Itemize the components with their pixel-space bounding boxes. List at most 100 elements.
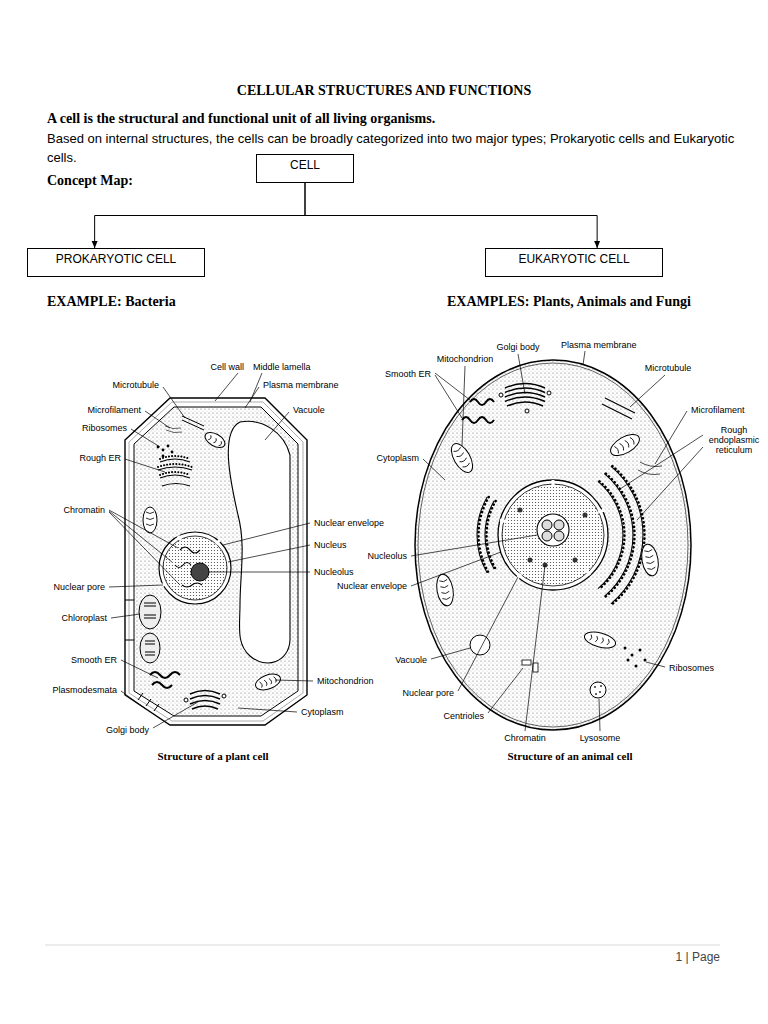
plant-cell — [146, 512, 154, 526]
animal-cell — [525, 409, 529, 413]
animal-cell — [595, 693, 597, 695]
plant-cell — [253, 671, 282, 693]
part-label: Ribosomes — [668, 663, 715, 673]
animal-cell — [590, 682, 606, 698]
animal-cell — [470, 635, 490, 655]
connector-arrow — [95, 183, 305, 248]
part-label: Nuclear envelope — [336, 581, 408, 591]
figure-caption: Structure of an animal cell — [507, 750, 632, 763]
animal-cell — [477, 466, 643, 604]
part-label: Golgi body — [495, 342, 540, 352]
plant-cell — [184, 698, 188, 702]
animal-cell — [635, 665, 638, 668]
connector-arrow — [305, 183, 597, 248]
figure-caption: Structure of a plant cell — [157, 750, 268, 763]
animal-cell — [542, 520, 552, 530]
part-label: Mitochondrion — [316, 676, 375, 686]
part-label: Cell wall — [209, 362, 245, 372]
animal-cell — [583, 629, 618, 651]
plant-cell — [259, 676, 277, 687]
part-label: Nuclear pore — [52, 582, 106, 592]
concept-box: CELL — [256, 154, 354, 183]
animal-cell — [573, 558, 578, 563]
animal-cell — [498, 480, 608, 590]
animal-cell — [439, 579, 450, 600]
animal-cell — [528, 558, 533, 563]
plant-cell — [140, 633, 160, 663]
animal-cell — [518, 508, 588, 568]
animal-cell — [607, 430, 643, 460]
part-label: Smooth ER — [384, 369, 432, 379]
concept-box: PROKARYOTIC CELL — [27, 248, 205, 277]
concept-box: EUKARYOTIC CELL — [485, 248, 663, 277]
part-label: Nuclear envelope — [313, 518, 385, 528]
animal-cell — [639, 649, 642, 652]
plant-cell — [140, 633, 160, 663]
bold-text: A cell is the structural and functional … — [47, 110, 757, 128]
animal-cell — [602, 398, 635, 419]
page-title: CELLULAR STRUCTURES AND FUNCTIONS — [237, 82, 531, 100]
plant-cell — [228, 421, 290, 663]
animal-cell — [614, 437, 635, 454]
part-label: Microfilament — [86, 405, 142, 415]
animal-cell — [499, 393, 503, 397]
animal-cell — [537, 514, 569, 546]
part-label: Plasmodesmata — [51, 685, 118, 695]
animal-cell — [594, 686, 596, 688]
animal-cell — [434, 573, 455, 607]
body-text: Based on internal structures, the cells … — [47, 129, 747, 167]
plant-cell — [143, 507, 157, 533]
animal-cell — [518, 508, 523, 513]
part-label: Ribosomes — [81, 423, 128, 433]
box-text: EUKARYOTIC CELL — [486, 249, 662, 266]
animal-cell — [583, 513, 588, 518]
animal-cell — [505, 384, 545, 407]
plant-cell — [165, 426, 182, 433]
part-label: Chromatin — [62, 505, 106, 515]
plant-cell — [125, 398, 307, 725]
plant-cell — [162, 449, 165, 452]
box-text: CELL — [257, 155, 353, 172]
part-label: Vacuole — [394, 655, 428, 665]
plant-cell — [222, 694, 226, 698]
animal-cell — [522, 660, 531, 665]
part-label: Smooth ER — [70, 655, 118, 665]
plant-cell — [145, 641, 155, 655]
plant-cell — [139, 595, 161, 629]
box-text: PROKARYOTIC CELL — [28, 249, 204, 266]
animal-cell — [418, 363, 688, 727]
leader-line — [109, 351, 703, 731]
animal-cell — [415, 360, 691, 730]
animal-cell — [462, 399, 494, 423]
animal-cell — [554, 520, 564, 530]
footer-rule — [45, 945, 720, 946]
part-label: Vacuole — [292, 405, 326, 415]
part-label: Chromatin — [503, 733, 547, 743]
part-label: Nuclear pore — [401, 688, 455, 698]
plant-cell — [158, 456, 192, 475]
plant-cell — [163, 536, 227, 600]
animal-cell — [533, 663, 538, 672]
part-label: Microtubule — [111, 380, 160, 390]
part-label: Plasma membrane — [262, 380, 340, 390]
part-label: Centrioles — [442, 711, 485, 721]
part-label: Middle lamella — [252, 362, 312, 372]
animal-cell — [454, 447, 471, 468]
animal-cell — [594, 685, 602, 695]
animal-cell — [547, 391, 551, 395]
part-label: Plasma membrane — [560, 340, 638, 350]
animal-cell — [542, 531, 552, 541]
animal-cell — [502, 484, 604, 586]
animal-cell — [624, 647, 647, 668]
animal-cell — [607, 430, 643, 460]
animal-cell — [599, 691, 601, 693]
plant-cell — [134, 407, 298, 716]
animal-cell — [631, 654, 634, 657]
animal-cell — [624, 647, 627, 650]
leader-line — [109, 373, 313, 728]
plant-cell — [171, 451, 174, 454]
plant-cell — [167, 445, 170, 448]
part-label: Cytoplasm — [375, 453, 420, 463]
